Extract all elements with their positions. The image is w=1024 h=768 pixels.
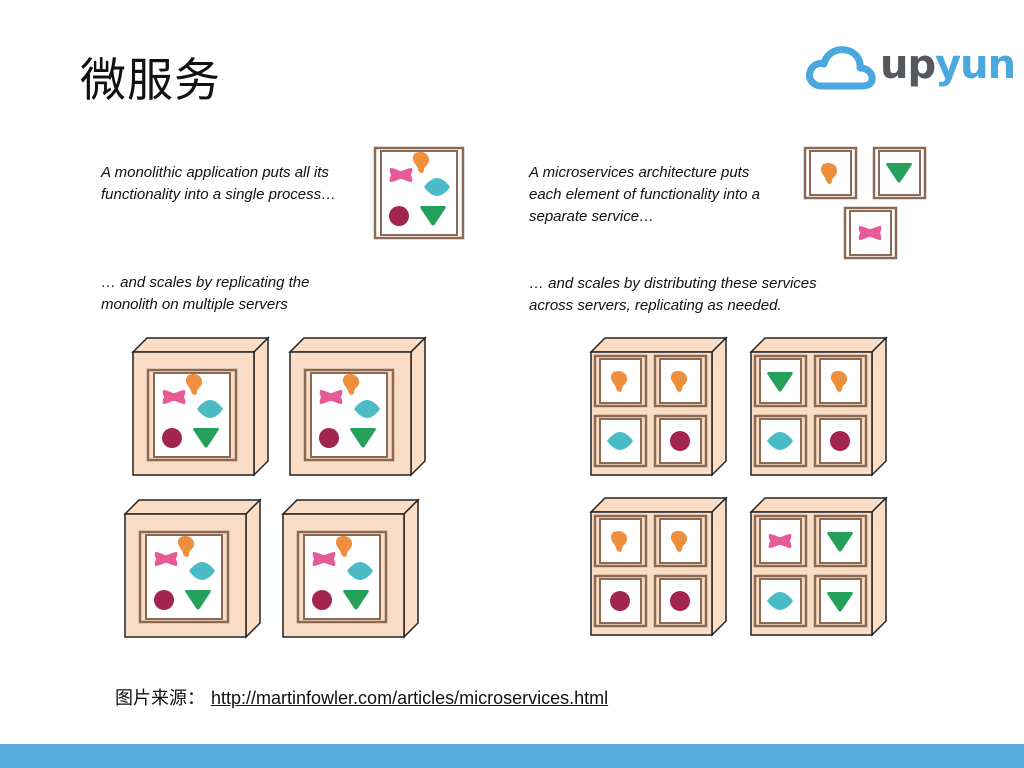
server-box [749,336,888,477]
microservice [593,414,648,468]
microservice-green [872,146,927,200]
maroon-service-icon [670,431,690,451]
microservice [813,354,868,408]
monolith-scale-caption: … and scales by replicating the monolith… [101,272,309,316]
microservice [593,514,648,568]
microservice-orange [803,146,858,200]
monolith-caption-line2: functionality into a single process… [101,186,337,203]
microservices-caption-line2: each element of functionality into a [529,186,760,203]
source-link[interactable]: http://martinfowler.com/articles/microse… [211,688,609,708]
server-box [749,496,888,637]
maroon-service-icon [312,590,332,610]
microservices-scale-caption-line1: … and scales by distributing these servi… [529,275,817,292]
server-box [589,336,728,477]
maroon-service-icon [670,591,690,611]
brand-part-up: up [880,42,936,88]
monolith-process [303,368,395,462]
microservices-caption-line3: separate service… [529,208,655,225]
maroon-service-icon [154,590,174,610]
server-box [589,496,728,637]
maroon-service-icon [830,431,850,451]
cloud-icon [806,46,876,90]
microservice [593,574,648,628]
microservice [593,354,648,408]
microservices-caption-line1: A microservices architecture puts [529,164,750,181]
maroon-service-icon [610,591,630,611]
microservice [813,514,868,568]
microservices-caption: A microservices architecture puts each e… [529,162,760,228]
microservices-scale-caption: … and scales by distributing these servi… [529,273,817,317]
monolith-process [146,368,238,462]
brand-part-yun: yun [935,42,1016,88]
microservice [753,574,808,628]
source-label: 图片来源： [115,688,205,709]
brand-logo: upyun [806,40,1016,96]
microservice [753,354,808,408]
server-box [123,498,262,639]
monolith-servers [123,336,427,639]
monolith-scale-caption-line1: … and scales by replicating the [101,274,310,291]
monolith-process [138,530,230,624]
microservice-servers [589,336,888,637]
maroon-service-icon [389,206,409,226]
microservice [753,414,808,468]
server-box [131,336,270,477]
microservice [813,414,868,468]
image-source: 图片来源： http://martinfowler.com/articles/mi… [115,684,608,710]
bottom-bar [0,744,1024,768]
microservices-scale-caption-line2: across servers, replicating as needed. [529,297,782,314]
slide-title: 微服务 [80,53,221,107]
maroon-service-icon [319,428,339,448]
microservice [653,514,708,568]
monolith-caption-line1: A monolithic application puts all its [101,164,329,181]
maroon-service-icon [162,428,182,448]
microservice [653,414,708,468]
server-box [281,498,420,639]
monolith-caption: A monolithic application puts all its fu… [101,162,336,206]
microservice [813,574,868,628]
monolith-scale-caption-line2: monolith on multiple servers [101,296,288,313]
microservice [653,574,708,628]
monolith-process [373,146,465,240]
microservice [653,354,708,408]
brand-wordmark: upyun [880,42,1016,88]
microservice-pink [843,206,898,260]
monolith-process [296,530,388,624]
microservice [753,514,808,568]
server-box [288,336,427,477]
